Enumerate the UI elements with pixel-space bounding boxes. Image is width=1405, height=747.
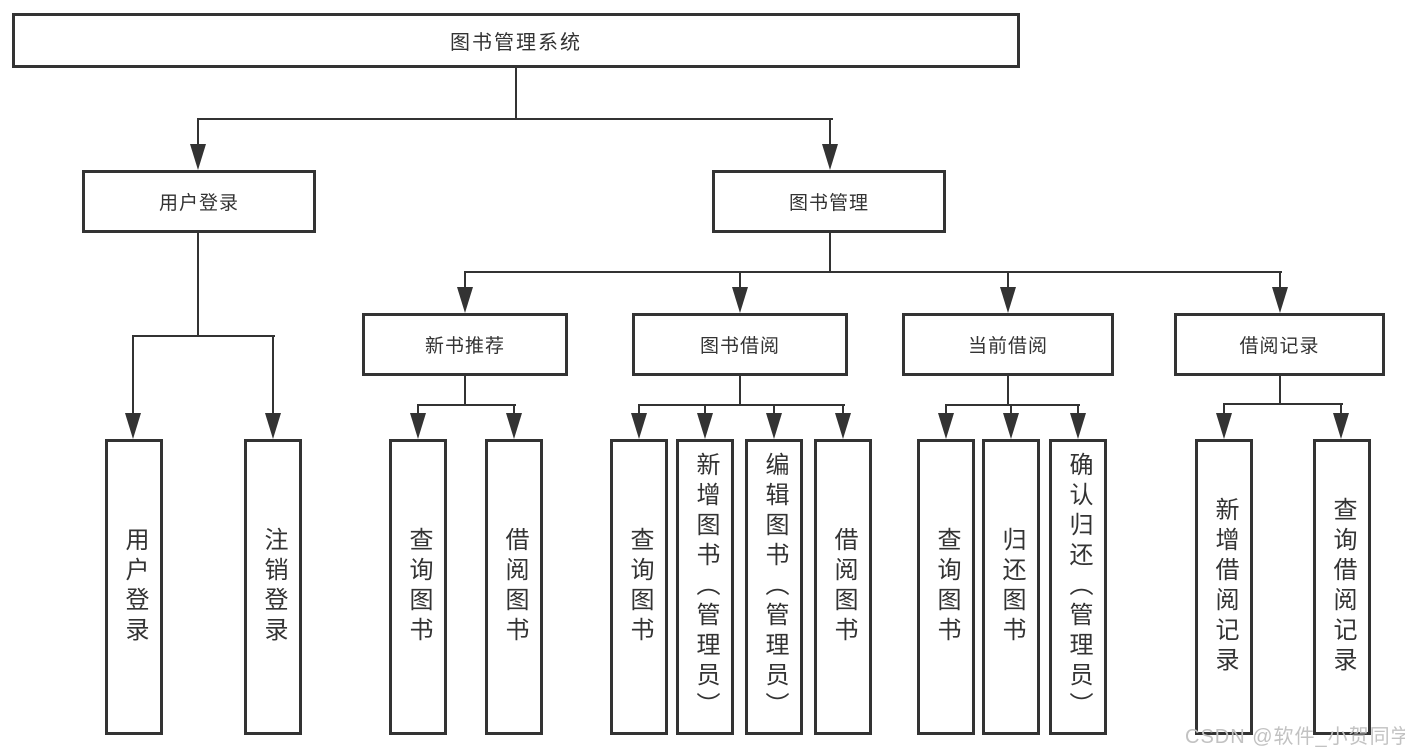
connector-line xyxy=(1010,404,1012,418)
connector-line xyxy=(1223,403,1343,405)
arrow-down-icon xyxy=(697,413,713,439)
leaf-return-books: 归还图书 xyxy=(982,439,1040,735)
connector-line xyxy=(638,404,640,418)
connector-line xyxy=(829,118,831,150)
connector-line xyxy=(829,233,831,273)
connector-line xyxy=(197,118,199,150)
connector-line xyxy=(1340,403,1342,418)
node-new-book-recommendation: 新书推荐 xyxy=(362,313,568,376)
connector-line xyxy=(132,335,275,337)
leaf-add-borrow-record: 新增借阅记录 xyxy=(1195,439,1253,735)
arrow-down-icon xyxy=(1070,413,1086,439)
watermark: CSDN @软件_小贺同学 xyxy=(1185,726,1405,747)
node-book-borrowing: 图书借阅 xyxy=(632,313,848,376)
leaf-query-books-recommend: 查询图书 xyxy=(389,439,447,735)
connector-line xyxy=(272,335,274,417)
connector-line xyxy=(945,404,947,418)
connector-line xyxy=(739,271,741,293)
connector-line xyxy=(739,375,741,406)
leaf-borrow-books-recommend: 借阅图书 xyxy=(485,439,543,735)
leaf-edit-books-admin: 编辑图书（管理员） xyxy=(745,439,803,735)
connector-line xyxy=(197,233,199,337)
arrow-down-icon xyxy=(938,413,954,439)
arrow-down-icon xyxy=(1003,413,1019,439)
leaf-query-borrow-record: 查询借阅记录 xyxy=(1313,439,1371,735)
arrow-down-icon xyxy=(1333,413,1349,439)
connector-line xyxy=(1007,271,1009,293)
connector-line xyxy=(842,404,844,418)
connector-line xyxy=(417,404,516,406)
connector-line xyxy=(1007,376,1009,406)
connector-line xyxy=(464,376,466,406)
node-book-management: 图书管理 xyxy=(712,170,946,233)
connector-line xyxy=(704,404,706,418)
connector-line xyxy=(638,404,845,406)
connector-line xyxy=(945,404,1080,406)
node-current-borrowing: 当前借阅 xyxy=(902,313,1114,376)
connector-line xyxy=(773,404,775,418)
connector-line xyxy=(1223,403,1225,418)
arrow-down-icon xyxy=(766,413,782,439)
arrow-down-icon xyxy=(835,413,851,439)
arrow-down-icon xyxy=(125,413,141,439)
leaf-confirm-return-admin: 确认归还（管理员） xyxy=(1049,439,1107,735)
arrow-down-icon xyxy=(506,413,522,439)
connector-line xyxy=(464,271,466,293)
connector-line xyxy=(132,335,134,417)
arrow-down-icon xyxy=(410,413,426,439)
connector-line xyxy=(1279,271,1281,293)
connector-line xyxy=(197,118,833,120)
connector-line xyxy=(417,404,419,418)
arrow-down-icon xyxy=(1272,287,1288,313)
node-library-management-system: 图书管理系统 xyxy=(12,13,1020,68)
arrow-down-icon xyxy=(732,287,748,313)
connector-line xyxy=(513,404,515,418)
node-borrowing-records: 借阅记录 xyxy=(1174,313,1385,376)
arrow-down-icon xyxy=(822,144,838,170)
arrow-down-icon xyxy=(265,413,281,439)
leaf-logout: 注销登录 xyxy=(244,439,302,735)
connector-line xyxy=(1279,376,1281,405)
leaf-borrow-books: 借阅图书 xyxy=(814,439,872,735)
arrow-down-icon xyxy=(457,287,473,313)
leaf-user-login: 用户登录 xyxy=(105,439,163,735)
arrow-down-icon xyxy=(631,413,647,439)
arrow-down-icon xyxy=(1216,413,1232,439)
node-user-login: 用户登录 xyxy=(82,170,316,233)
leaf-query-books-borrowing: 查询图书 xyxy=(610,439,668,735)
leaf-add-books-admin: 新增图书（管理员） xyxy=(676,439,734,735)
arrow-down-icon xyxy=(190,144,206,170)
connector-line xyxy=(515,68,517,120)
leaf-query-books-current: 查询图书 xyxy=(917,439,975,735)
connector-line xyxy=(1077,404,1079,418)
connector-line xyxy=(464,271,1282,273)
arrow-down-icon xyxy=(1000,287,1016,313)
